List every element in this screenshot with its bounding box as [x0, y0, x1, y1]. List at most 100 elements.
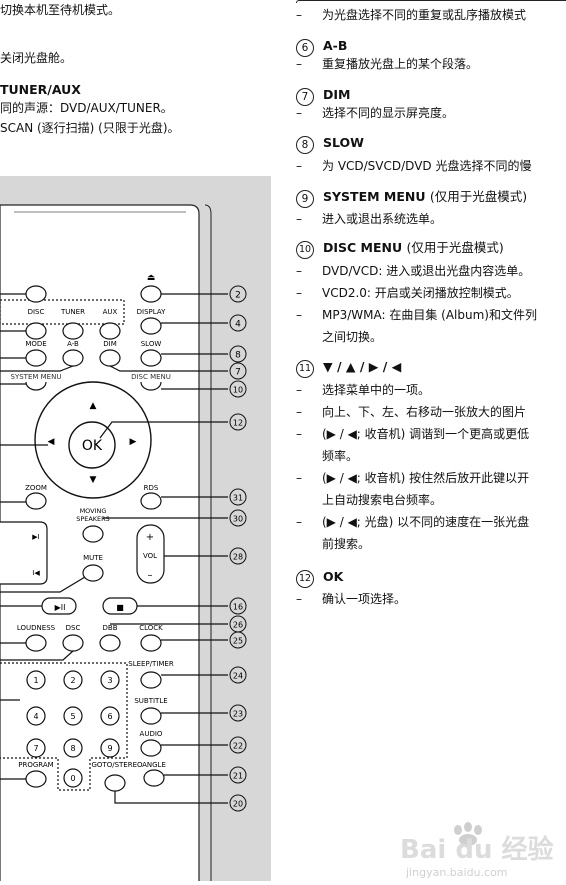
- callout-circle-2: [229, 285, 247, 303]
- ab-label: A-B: [67, 340, 79, 348]
- remote-illustration-panel: ⏏ DISC TUNER AUX DISPLAY MODE A-B DIM SL…: [0, 176, 271, 881]
- play-pause-icon: ▶II: [55, 603, 66, 612]
- tuner-label: TUNER: [60, 308, 85, 316]
- mute-button[interactable]: [82, 564, 104, 582]
- tuner-button[interactable]: [62, 322, 84, 340]
- callout-circle-21: [229, 766, 247, 784]
- digit-button-5[interactable]: [63, 706, 83, 726]
- clock-label: CLOCK: [139, 624, 163, 632]
- disc-button[interactable]: [25, 322, 47, 340]
- section-title-dim: DIM: [323, 87, 351, 102]
- section-number-8: 8: [296, 136, 314, 154]
- right-top-desc: –为光盘选择不同的重复或乱序播放模式: [296, 8, 527, 22]
- digit-button-2[interactable]: [63, 670, 83, 690]
- digit-label-0: 0: [70, 774, 75, 783]
- section-line: –确认一项选择。: [296, 592, 407, 606]
- left-text-line-1: 切换本机至待机模式。: [0, 3, 121, 17]
- moving-speakers-button[interactable]: [82, 525, 104, 543]
- disc-menu-button[interactable]: [140, 381, 162, 391]
- down-arrow-icon[interactable]: ▼: [90, 475, 97, 485]
- callout-number-24: 24: [233, 672, 243, 681]
- callout-line: [109, 365, 228, 372]
- digit-label-5: 5: [70, 712, 75, 721]
- program-label: PROGRAM: [18, 761, 53, 769]
- digit-label-7: 7: [33, 744, 38, 753]
- ab-button[interactable]: [62, 349, 84, 367]
- baidu-watermark: Bai du 经验 jingyan.baidu.com: [396, 822, 566, 881]
- volume-minus-icon: –: [148, 570, 153, 581]
- loudness-button[interactable]: [25, 634, 47, 652]
- mode-button[interactable]: [25, 349, 47, 367]
- subtitle-button[interactable]: [140, 707, 162, 725]
- disc-menu-label: DISC MENU: [131, 373, 171, 381]
- mute-label: MUTE: [83, 554, 103, 562]
- loudness-label: LOUDNESS: [17, 624, 56, 632]
- eject-button[interactable]: [140, 285, 162, 303]
- callout-number-7: 7: [235, 368, 241, 378]
- clock-button[interactable]: [140, 634, 162, 652]
- rds-button[interactable]: [140, 492, 162, 510]
- callout-number-2: 2: [235, 291, 241, 301]
- section-line-continued: 之间切换。: [322, 330, 383, 344]
- slow-label: SLOW: [141, 340, 162, 348]
- sleep-timer-button[interactable]: [140, 671, 162, 689]
- system-menu-label: SYSTEM MENU: [11, 373, 62, 381]
- skip-rocker[interactable]: [0, 521, 48, 585]
- digit-label-3: 3: [107, 676, 112, 685]
- dim-button[interactable]: [99, 349, 121, 367]
- source-group-border: [0, 299, 125, 325]
- system-menu-button[interactable]: [25, 381, 47, 391]
- volume-rocker[interactable]: [136, 524, 165, 584]
- section-line: –选择菜单中的一项。: [296, 383, 431, 397]
- digit-button-1[interactable]: [26, 670, 46, 690]
- audio-button[interactable]: [140, 739, 162, 757]
- dsc-button[interactable]: [62, 634, 84, 652]
- callout-circle-28: [229, 547, 247, 565]
- zoom-button[interactable]: [25, 492, 47, 510]
- digit-button-9[interactable]: [100, 738, 120, 758]
- aux-button[interactable]: [99, 322, 121, 340]
- eject-icon: ⏏: [147, 273, 156, 283]
- volume-plus-icon: +: [146, 532, 154, 543]
- section-line: –选择不同的显示屏亮度。: [296, 106, 455, 120]
- section-title-system-menu: SYSTEM MENU (仅用于光盘模式): [323, 189, 528, 204]
- callout-circle-30: [229, 509, 247, 527]
- goto-stereo-label: GOTO/STEREO: [91, 761, 143, 769]
- up-arrow-icon[interactable]: ▲: [90, 401, 97, 411]
- section-line: –MP3/WMA: 在曲目集 (Album)和文件列: [296, 308, 537, 322]
- dim-label: DIM: [103, 340, 117, 348]
- section-line: –(▶ / ◀; 收音机) 调谐到一个更高或更低: [296, 427, 530, 441]
- digit-label-2: 2: [70, 676, 75, 685]
- callout-circle-23: [229, 704, 247, 722]
- digit-button-4[interactable]: [26, 706, 46, 726]
- callout-line: [114, 791, 228, 804]
- slow-button[interactable]: [140, 349, 162, 367]
- digit-button-8[interactable]: [63, 738, 83, 758]
- watermark-brand: Bai du 经验: [400, 834, 554, 865]
- disc-label: DISC: [28, 308, 45, 316]
- section-number-7: 7: [296, 88, 314, 106]
- callout-circle-22: [229, 736, 247, 754]
- left-text-line-2: 关闭光盘舱。: [0, 51, 73, 65]
- section-line: –向上、下、左、右移动一张放大的图片: [296, 405, 527, 419]
- callout-circle-20: [229, 794, 247, 812]
- digit-button-6[interactable]: [100, 706, 120, 726]
- standby-button[interactable]: [25, 285, 47, 303]
- digit-button-7[interactable]: [26, 738, 46, 758]
- callout-circle-24: [229, 666, 247, 684]
- next-icon: ▶I: [32, 533, 39, 541]
- digit-label-1: 1: [33, 676, 38, 685]
- digit-button-0[interactable]: [63, 768, 83, 788]
- left-arrow-icon[interactable]: ◀: [48, 437, 55, 447]
- right-arrow-icon[interactable]: ▶: [130, 437, 137, 447]
- callout-number-22: 22: [233, 742, 243, 751]
- program-button[interactable]: [25, 770, 47, 788]
- dbb-button[interactable]: [99, 634, 121, 652]
- paw-icon: [454, 822, 482, 846]
- angle-button[interactable]: [143, 769, 165, 787]
- display-button[interactable]: [140, 317, 162, 335]
- goto-stereo-button[interactable]: [104, 774, 126, 792]
- digit-button-3[interactable]: [100, 670, 120, 690]
